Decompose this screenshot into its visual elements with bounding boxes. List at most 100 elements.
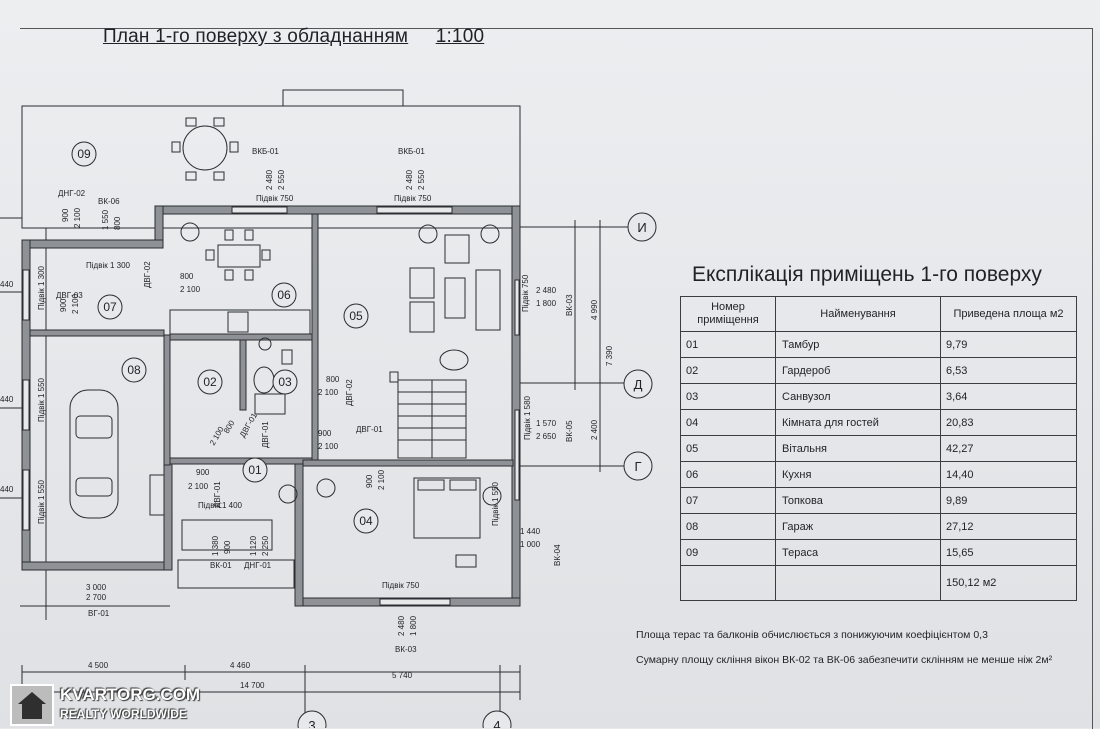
table-header-row: Номер приміщення Найменування Приведена … [680, 296, 1077, 332]
svg-text:Підвік 1 580: Підвік 1 580 [523, 395, 532, 440]
svg-text:ВК-01: ВК-01 [210, 561, 232, 570]
svg-text:ВК-04: ВК-04 [553, 544, 562, 566]
svg-text:ДВГ-01: ДВГ-01 [261, 421, 270, 448]
axis-3: 3 [308, 718, 315, 728]
explication-title: Експлікація приміщень 1-го поверху [692, 263, 1042, 286]
svg-text:900: 900 [365, 474, 374, 488]
table-row: 04 Кімната для гостей 20,83 [680, 409, 1077, 436]
room-02: 02 [203, 375, 217, 389]
svg-text:440: 440 [0, 280, 14, 289]
axis-labels: И Д Г 3 4 [308, 220, 646, 728]
axis-d: Д [634, 377, 643, 392]
svg-text:2 100: 2 100 [73, 207, 82, 228]
svg-text:800: 800 [180, 272, 194, 281]
svg-text:900: 900 [196, 468, 210, 477]
title-text: План 1-го поверху з обладнанням [103, 26, 409, 47]
axis-4: 4 [493, 718, 500, 728]
table-row: 08 Гараж 27,12 [680, 513, 1077, 540]
table-row: 09 Тераса 15,65 [680, 539, 1077, 566]
svg-text:Підвік 750: Підвік 750 [394, 194, 432, 203]
table-total-row: 150,12 м2 [680, 565, 1077, 601]
table-row: 01 Тамбур 9,79 [680, 331, 1077, 358]
plan-annotations: ВКБ-01 ВКБ-01 ДНГ-02 ВК-06 Підвік 750 Пі… [0, 147, 557, 690]
svg-text:800: 800 [113, 216, 122, 230]
header-area: Приведена площа м2 [940, 296, 1077, 332]
svg-text:1 000: 1 000 [520, 540, 541, 549]
drawing-title: План 1-го поверху з обладнанням 1:100 [103, 26, 484, 48]
svg-text:ВГ-01: ВГ-01 [88, 609, 110, 618]
svg-text:ДНГ-01: ДНГ-01 [244, 561, 272, 570]
svg-text:Підвік 1 550: Підвік 1 550 [37, 479, 46, 524]
svg-text:2 700: 2 700 [86, 593, 107, 602]
terrace-outline [21, 105, 521, 229]
svg-text:2 100: 2 100 [377, 469, 386, 490]
svg-text:Підвік 1 550: Підвік 1 550 [37, 377, 46, 422]
svg-text:14 700: 14 700 [240, 681, 265, 690]
svg-text:2 480: 2 480 [397, 615, 406, 636]
room-06: 06 [277, 288, 291, 302]
svg-text:2 550: 2 550 [277, 169, 286, 190]
svg-text:Підвік 1 300: Підвік 1 300 [86, 261, 131, 270]
svg-text:800: 800 [222, 418, 237, 435]
svg-text:800: 800 [326, 375, 340, 384]
room-08: 08 [127, 363, 141, 377]
svg-text:2 480: 2 480 [405, 169, 414, 190]
floor-plan: 09 07 06 05 08 02 03 01 04 ВКБ-01 ВКБ-01… [0, 80, 660, 728]
explication-table: Номер приміщення Найменування Приведена … [680, 296, 1077, 601]
svg-text:900: 900 [59, 298, 68, 312]
axis-i: И [637, 220, 646, 235]
svg-text:440: 440 [0, 395, 14, 404]
svg-text:Підвік 1 550: Підвік 1 550 [491, 481, 500, 526]
svg-text:2 100: 2 100 [188, 482, 209, 491]
svg-text:1 550: 1 550 [101, 209, 110, 230]
svg-text:2 650: 2 650 [536, 432, 557, 441]
svg-text:2 400: 2 400 [590, 419, 599, 440]
svg-text:2 100: 2 100 [71, 293, 80, 314]
header-name: Найменування [775, 296, 941, 332]
svg-text:1 800: 1 800 [409, 615, 418, 636]
svg-text:Підвік 1 300: Підвік 1 300 [37, 265, 46, 310]
svg-text:1 380: 1 380 [211, 535, 220, 556]
table-row: 07 Топкова 9,89 [680, 487, 1077, 514]
svg-text:Підвік 750: Підвік 750 [382, 581, 420, 590]
svg-text:4 500: 4 500 [88, 661, 109, 670]
axis-markers [297, 212, 657, 728]
svg-text:1 440: 1 440 [520, 527, 541, 536]
svg-text:ДВГ-01: ДВГ-01 [213, 481, 222, 508]
svg-text:2 100: 2 100 [318, 442, 339, 451]
terrace-steps [282, 89, 404, 107]
floor-plan-drawing: 09 07 06 05 08 02 03 01 04 ВКБ-01 ВКБ-01… [0, 89, 657, 728]
svg-text:ДВГ-03: ДВГ-03 [56, 291, 83, 300]
svg-text:4 990: 4 990 [590, 299, 599, 320]
svg-text:ВКБ-01: ВКБ-01 [252, 147, 279, 156]
svg-text:1 570: 1 570 [536, 419, 557, 428]
table-row: 06 Кухня 14,40 [680, 461, 1077, 488]
title-scale: 1:100 [435, 26, 485, 47]
furniture [69, 117, 502, 589]
table-row: 02 Гардероб 6,53 [680, 357, 1077, 384]
svg-text:2 100: 2 100 [180, 285, 201, 294]
room-09: 09 [77, 147, 91, 161]
room-03: 03 [278, 375, 292, 389]
svg-text:2 480: 2 480 [265, 169, 274, 190]
svg-text:ВКБ-01: ВКБ-01 [398, 147, 425, 156]
table-row: 03 Санвузол 3,64 [680, 383, 1077, 410]
svg-text:ДНГ-02: ДНГ-02 [58, 189, 86, 198]
svg-text:ВК-03: ВК-03 [565, 294, 574, 316]
svg-text:900: 900 [223, 540, 232, 554]
axis-g: Г [634, 459, 641, 474]
watermark-tagline: REALTY WORLDWIDE [60, 707, 187, 721]
svg-text:900: 900 [318, 429, 332, 438]
house-logo-icon [10, 684, 54, 726]
svg-text:ДВГ-01: ДВГ-01 [356, 425, 383, 434]
svg-text:900: 900 [61, 208, 70, 222]
svg-text:3 000: 3 000 [86, 583, 107, 592]
svg-text:7 390: 7 390 [605, 345, 614, 366]
svg-text:2 100: 2 100 [318, 388, 339, 397]
room-07: 07 [103, 300, 117, 314]
total-area: 150,12 м2 [940, 565, 1077, 601]
table-row: 05 Вітальня 42,27 [680, 435, 1077, 462]
sheet-frame [20, 28, 1093, 729]
svg-text:4 460: 4 460 [230, 661, 251, 670]
